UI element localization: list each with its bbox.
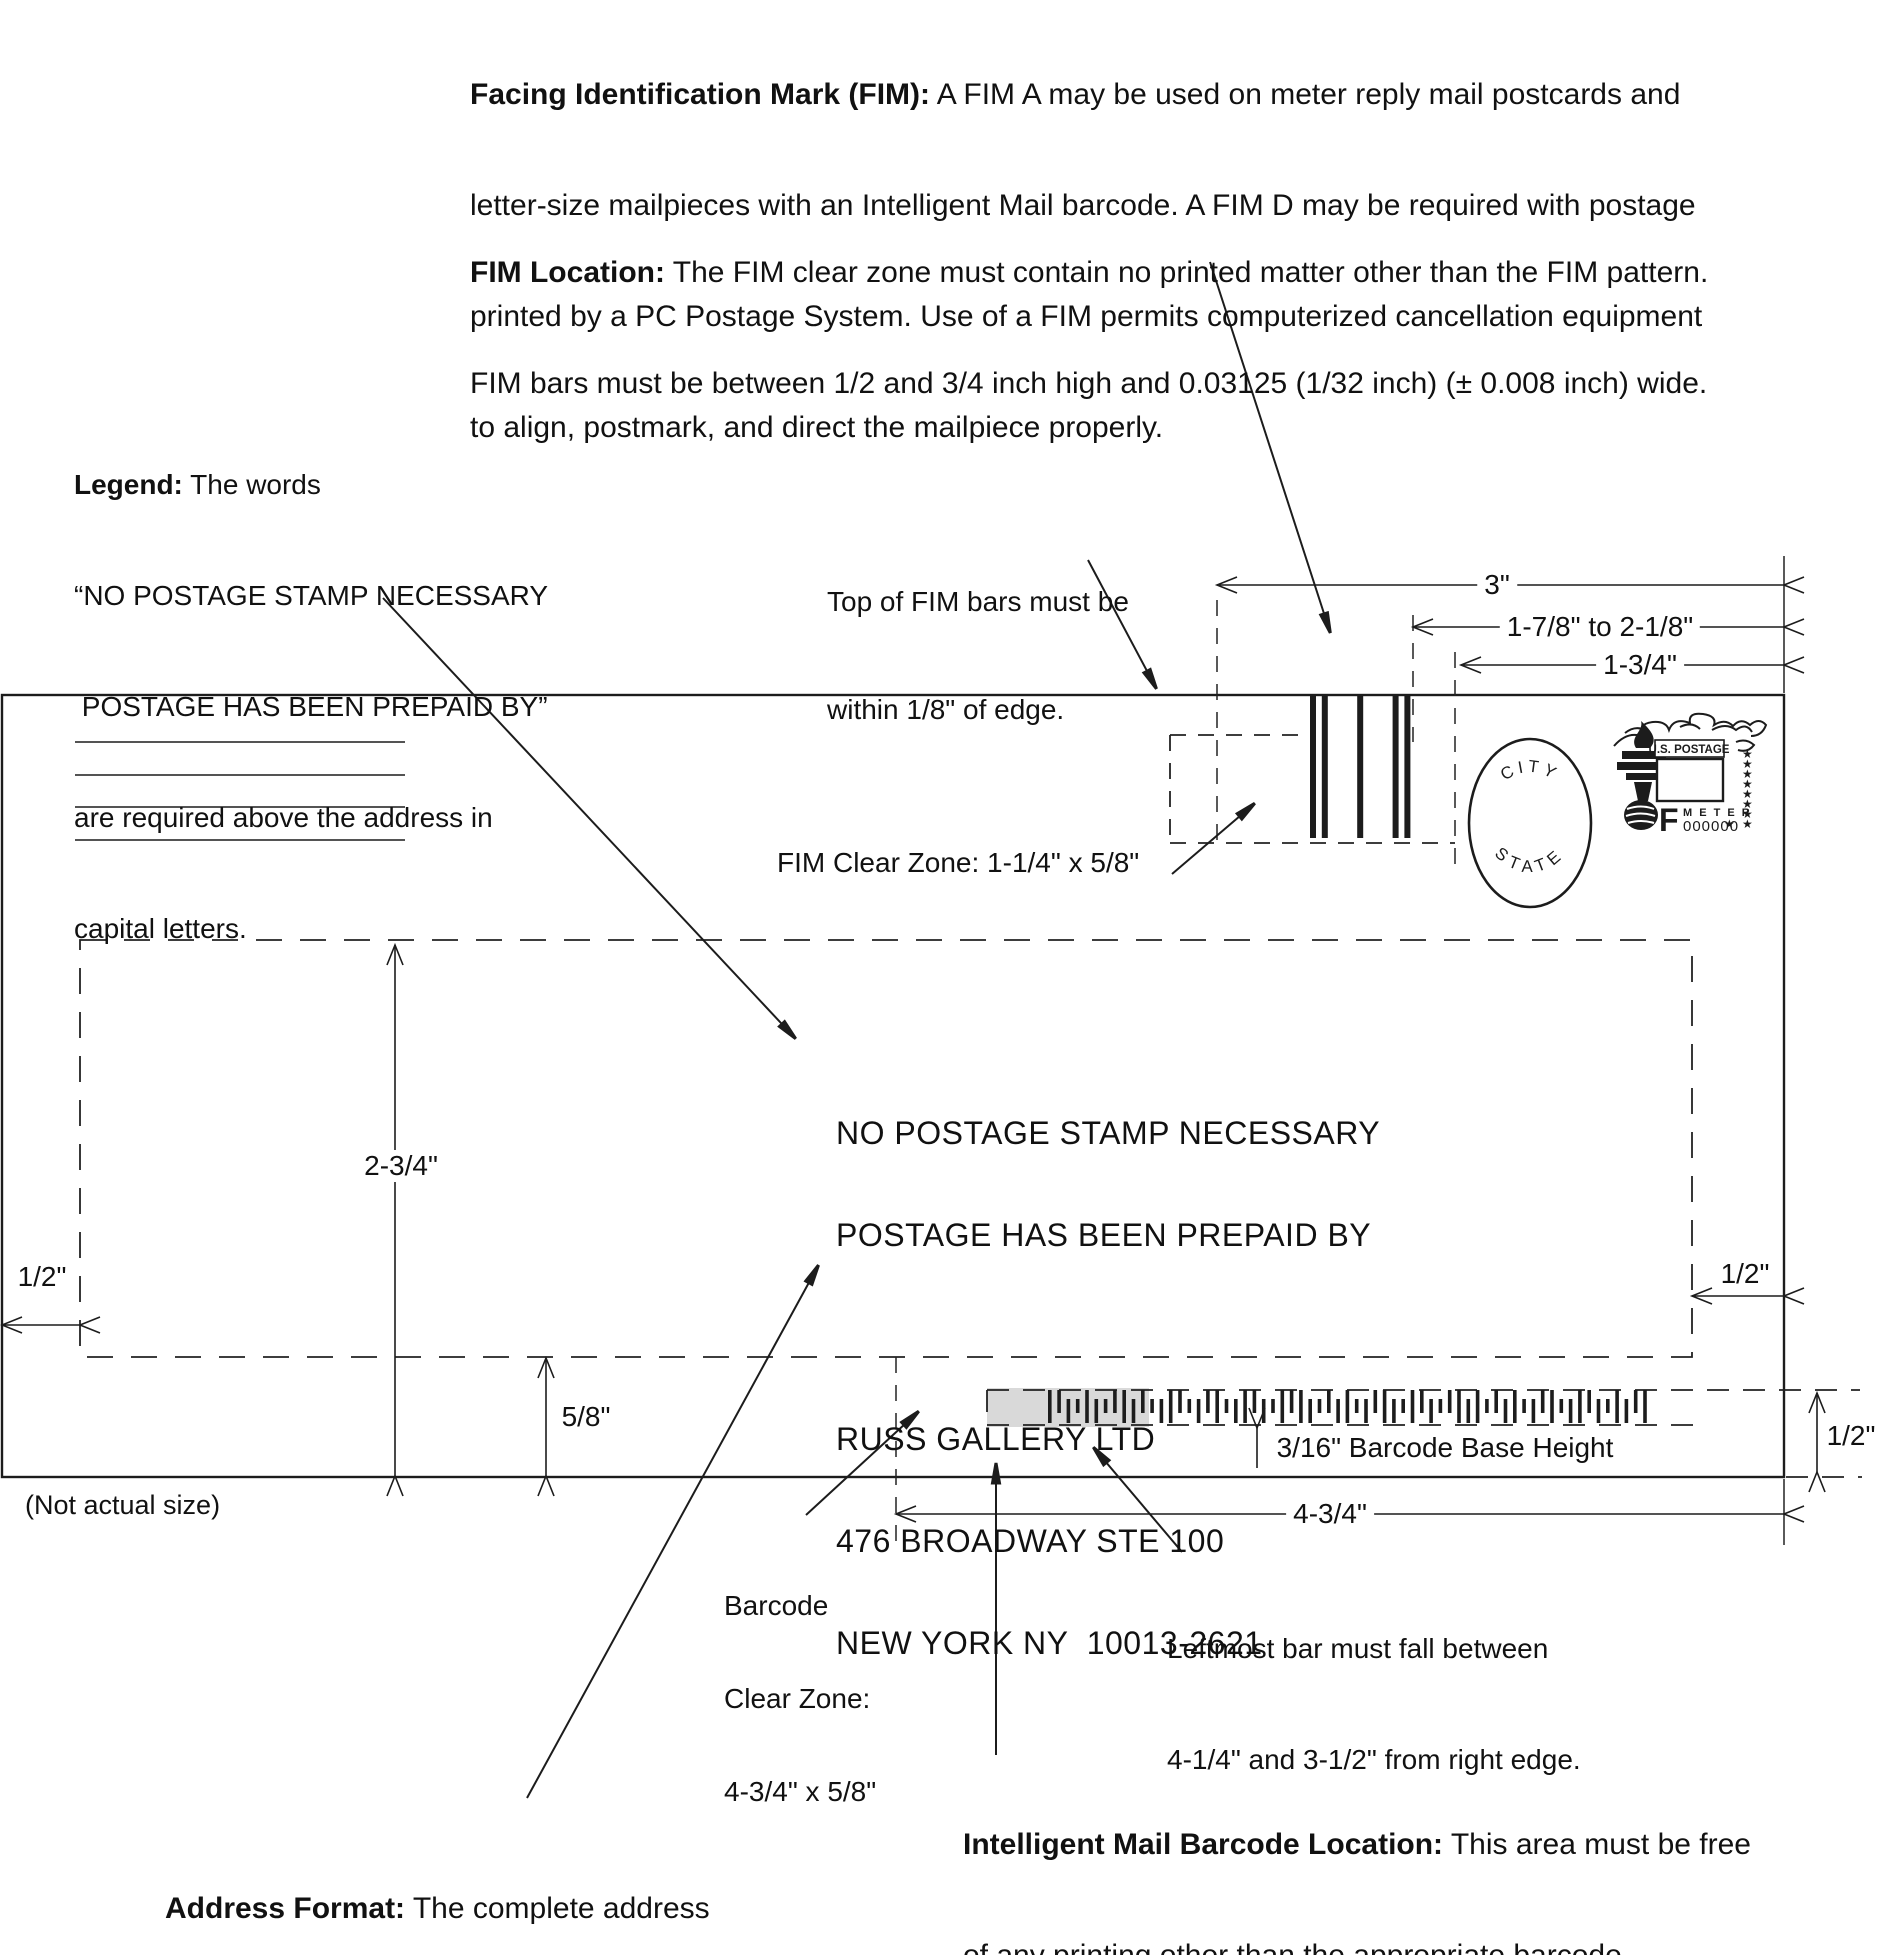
dim-label-58: 5/8" — [561, 1401, 611, 1432]
para-address-format: Address Format: The complete address of … — [165, 1816, 710, 1955]
barcode-clear-zone-label: Barcode Clear Zone: 4-3/4" x 5/8" — [724, 1590, 877, 1807]
stamp-stars: ★ ★ ★ ★ ★ ★ ★ ★ ★ — [1724, 747, 1753, 831]
para-fim-title: Facing Identification Mark (FIM): — [470, 78, 931, 111]
arrow-address-format — [526, 1264, 820, 1799]
para-line: Address Format: The complete address — [165, 1892, 710, 1925]
para-line: FIM Location: The FIM clear zone must co… — [470, 256, 1709, 289]
note-leftmost-bar: Leftmost bar must fall between 4-1/4" an… — [1167, 1633, 1581, 1775]
fim-clear-zone-label: FIM Clear Zone: 1-1/4" x 5/8" — [777, 847, 1140, 878]
address-line: 476 BROADWAY STE 100 — [836, 1523, 1225, 1559]
para-address-format-title: Address Format: — [165, 1892, 406, 1925]
dim-label-234: 2-3/4" — [357, 1150, 445, 1182]
address-legend-line: POSTAGE HAS BEEN PREPAID BY — [836, 1217, 1372, 1253]
note-top-of-fim: Top of FIM bars must be within 1/8" of e… — [827, 586, 1129, 725]
postmark-circle: CITY STATE — [1467, 737, 1593, 909]
dim-label-half-left: 1/2" — [17, 1261, 67, 1292]
address-clear-zone — [79, 939, 1693, 1358]
stamp-zeros: 000000 — [1683, 818, 1739, 835]
torch-icon — [1617, 721, 1670, 830]
para-line: Facing Identification Mark (FIM): A FIM … — [470, 78, 1681, 111]
dim-label-half-bottom: 1/2" — [1826, 1420, 1876, 1451]
para-imb-location: Intelligent Mail Barcode Location: This … — [963, 1752, 1751, 1955]
leaf-branch-art — [1613, 712, 1768, 752]
legend-note: Legend: The words “NO POSTAGE STAMP NECE… — [74, 392, 548, 984]
svg-text:★: ★ — [1742, 807, 1753, 821]
dim-label-3in: 3" — [1477, 569, 1517, 601]
svg-text:★: ★ — [1742, 797, 1753, 811]
para-facing-identification-mark: Facing Identification Mark (FIM): A FIM … — [470, 78, 1703, 444]
arrow-barcode-clear-zone — [805, 1410, 920, 1516]
stamp-us-postage: U.S. POSTAGE — [1649, 744, 1730, 756]
arrow-leftmost-bar — [1092, 1446, 1183, 1553]
fim-a-bars — [1310, 696, 1411, 838]
address-gap — [836, 1320, 1380, 1354]
address-line: NEW YORK NY 10013-2621 — [836, 1625, 1263, 1661]
return-address-lines — [75, 741, 405, 841]
legend-line: Legend: The words — [74, 469, 321, 500]
stamp-meter: M E T E R — [1683, 807, 1752, 819]
dim-label-434: 4-3/4" — [1286, 1498, 1374, 1530]
legend-title: Legend: — [74, 469, 183, 500]
arrow-fim-location — [1209, 261, 1332, 634]
intelligent-mail-barcode — [1048, 1390, 1647, 1423]
svg-text:★: ★ — [1742, 767, 1753, 781]
stamp-f: F — [1659, 802, 1679, 838]
not-actual-size-note: (Not actual size) — [25, 1490, 221, 1520]
para-line: Intelligent Mail Barcode Location: This … — [963, 1828, 1751, 1861]
annotation-arrows — [382, 261, 1332, 1799]
arrow-legend — [382, 597, 797, 1040]
svg-text:★: ★ — [1742, 787, 1753, 801]
dim-label-barcode-base-height: 3/16" Barcode Base Height — [1276, 1432, 1614, 1463]
address-block: NO POSTAGE STAMP NECESSARY POSTAGE HAS B… — [836, 1048, 1380, 1694]
address-legend-line: NO POSTAGE STAMP NECESSARY — [836, 1115, 1381, 1151]
dim-label-134: 1-3/4" — [1596, 649, 1684, 681]
para-fim-location-title: FIM Location: — [470, 256, 665, 289]
arrow-fim-clear-zone — [1171, 802, 1256, 875]
fim-clear-zone — [1169, 734, 1455, 844]
dim-label-half-mid: 1/2" — [1720, 1258, 1770, 1289]
meter-imprint: U.S. POSTAGE F M E T E R 000000 ★ ★ ★ ★ … — [1613, 712, 1768, 838]
svg-text:★: ★ — [1742, 747, 1753, 761]
svg-text:★: ★ — [1742, 777, 1753, 791]
dim-label-178-218: 1-7/8" to 2-1/8" — [1499, 611, 1701, 643]
arrow-top-of-fim — [1087, 559, 1158, 690]
para-imb-title: Intelligent Mail Barcode Location: — [963, 1828, 1444, 1861]
svg-text:★: ★ — [1742, 817, 1753, 831]
svg-text:★: ★ — [1742, 757, 1753, 771]
para-fim-location: FIM Location: The FIM clear zone must co… — [470, 256, 1709, 400]
svg-text:★: ★ — [1724, 817, 1735, 831]
